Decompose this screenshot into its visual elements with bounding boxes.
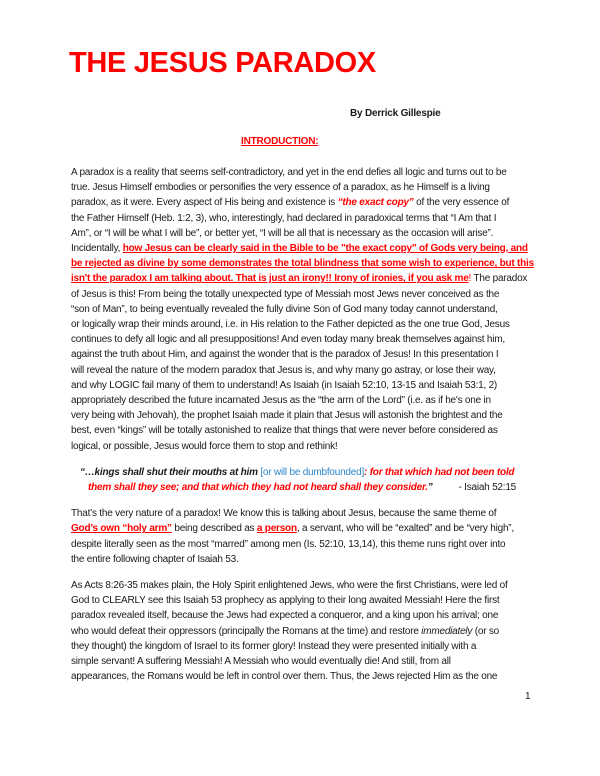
text-line: very being with Jehovah), the prophet Is… <box>71 408 541 423</box>
text-run: who would defeat their oppressors (princ… <box>71 625 422 637</box>
text-line: Incidentally, how Jesus can be clearly s… <box>71 241 541 256</box>
text-run: (or so <box>472 625 500 637</box>
scripture-quote: “…kings shall shut their mouths at him [… <box>80 465 541 495</box>
text-run: [or will be dumbfounded] <box>260 466 365 478</box>
text-line: As Acts 8:26-35 makes plain, the Holy Sp… <box>71 578 541 593</box>
text-line: paradox, as it were. Every aspect of His… <box>71 195 541 210</box>
text-line: against the truth about Him, and against… <box>71 347 541 362</box>
text-run: That’s the very nature of a paradox! We … <box>71 508 497 520</box>
text-run: and why LOGIC fail many of them to under… <box>71 379 498 391</box>
body-paragraph: A paradox is a reality that seems self-c… <box>71 165 541 454</box>
text-run: “the exact copy” <box>337 197 414 209</box>
text-run: the entire following chapter of Isaiah 5… <box>71 553 239 565</box>
text-line: and why LOGIC fail many of them to under… <box>71 378 541 393</box>
page-number: 1 <box>525 691 531 702</box>
text-run: ! <box>468 273 472 285</box>
text-run: despite literally seen as the most “marr… <box>71 538 506 550</box>
text-line: logical, or possible, Jesus would force … <box>71 439 541 454</box>
text-run: - Isaiah 52:15 <box>458 482 517 494</box>
text-line: paradox revealed itself, because the Jew… <box>71 608 541 623</box>
text-line: despite literally seen as the most “marr… <box>71 537 541 552</box>
document-title: THE JESUS PARADOX <box>69 47 376 79</box>
text-run: The paradox <box>471 273 528 285</box>
text-line: God to CLEARLY see this Isaiah 53 prophe… <box>71 593 541 608</box>
text-run: appearances, the Romans would be left in… <box>71 671 498 683</box>
document-body: A paradox is a reality that seems self-c… <box>71 165 541 696</box>
text-run: A paradox is a reality that seems self-c… <box>71 167 507 178</box>
author-byline: By Derrick Gillespie <box>350 108 441 119</box>
emphasized-text: God’s own “holy arm” <box>71 523 172 535</box>
text-run: As Acts 8:26-35 makes plain, the Holy Sp… <box>71 580 508 592</box>
text-run: being described as <box>171 523 257 535</box>
text-run: very being with Jehovah), the prophet Is… <box>71 410 503 422</box>
text-line: or logically wrap their minds around, i.… <box>71 317 541 332</box>
text-run: , a servant, who will be “exalted” and b… <box>296 523 514 535</box>
emphasized-text: a person <box>256 523 297 535</box>
text-run: Am”, or “I will be what I will be”, or b… <box>71 227 494 239</box>
text-line: who would defeat their oppressors (princ… <box>71 624 541 639</box>
text-line: the entire following chapter of Isaiah 5… <box>71 552 541 567</box>
emphasized-text: how Jesus can be clearly said in the Bib… <box>122 243 528 255</box>
text-run: “…kings shall shut their mouths at him <box>80 466 261 478</box>
text-run: simple servant! A suffering Messiah! A M… <box>71 656 451 668</box>
text-line: “…kings shall shut their mouths at him [… <box>80 465 541 480</box>
text-run: immediately <box>421 625 473 637</box>
emphasized-text: isn't the paradox I am talking about. Th… <box>71 273 469 285</box>
text-run: of the very essence of <box>413 197 510 209</box>
text-run: the Father Himself (Heb. 1:2, 3), who, i… <box>71 212 497 224</box>
text-line: they thought) the kingdom of Israel to i… <box>71 639 541 654</box>
text-line: be rejected as divine by some demonstrat… <box>71 256 541 271</box>
text-run: continues to defy all logic and all pres… <box>71 334 505 346</box>
text-run: “son of Man”, to being eventually reveal… <box>71 303 498 315</box>
text-run: they thought) the kingdom of Israel to i… <box>71 640 477 652</box>
text-run: logical, or possible, Jesus would force … <box>71 440 338 452</box>
text-run: against the truth about Him, and against… <box>71 349 499 361</box>
text-run: them shall they see; and that which they… <box>88 482 428 494</box>
text-line: God’s own “holy arm” being described as … <box>71 521 541 536</box>
text-run: best, even “kings” will be totally aston… <box>71 425 498 437</box>
text-line: continues to defy all logic and all pres… <box>71 332 541 347</box>
text-run: of Jesus is this! From being the totally… <box>71 288 500 300</box>
text-line: of Jesus is this! From being the totally… <box>71 287 541 302</box>
body-paragraph: That’s the very nature of a paradox! We … <box>71 506 541 567</box>
text-line: Am”, or “I will be what I will be”, or b… <box>71 226 541 241</box>
text-run: Incidentally, <box>71 243 123 255</box>
text-line: “son of Man”, to being eventually reveal… <box>71 302 541 317</box>
text-run: true. Jesus Himself embodies or personif… <box>71 182 490 194</box>
text-line: isn't the paradox I am talking about. Th… <box>71 271 541 286</box>
text-line: A paradox is a reality that seems self-c… <box>71 165 541 180</box>
text-run: will reveal the nature of the modern par… <box>71 364 496 376</box>
text-line: the Father Himself (Heb. 1:2, 3), who, i… <box>71 211 541 226</box>
emphasized-text: be rejected as divine by some demonstrat… <box>71 258 534 270</box>
text-line: true. Jesus Himself embodies or personif… <box>71 180 541 195</box>
text-run: : for that which had not been told <box>364 466 515 478</box>
text-run: ” <box>427 482 433 494</box>
text-run: paradox revealed itself, because the Jew… <box>71 610 499 622</box>
text-line: simple servant! A suffering Messiah! A M… <box>71 654 541 669</box>
section-heading: INTRODUCTION: <box>241 136 319 147</box>
text-run: appropriately described the future incar… <box>71 395 491 407</box>
text-line: appearances, the Romans would be left in… <box>71 669 541 684</box>
text-line: appropriately described the future incar… <box>71 393 541 408</box>
text-run: paradox, as it were. Every aspect of His… <box>71 197 338 209</box>
text-line: best, even “kings” will be totally aston… <box>71 423 541 438</box>
text-line: will reveal the nature of the modern par… <box>71 363 541 378</box>
body-paragraph: As Acts 8:26-35 makes plain, the Holy Sp… <box>71 578 541 684</box>
text-line: That’s the very nature of a paradox! We … <box>71 506 541 521</box>
text-line: them shall they see; and that which they… <box>80 480 541 495</box>
text-run: or logically wrap their minds around, i.… <box>71 319 510 331</box>
text-run: God to CLEARLY see this Isaiah 53 prophe… <box>71 595 500 607</box>
